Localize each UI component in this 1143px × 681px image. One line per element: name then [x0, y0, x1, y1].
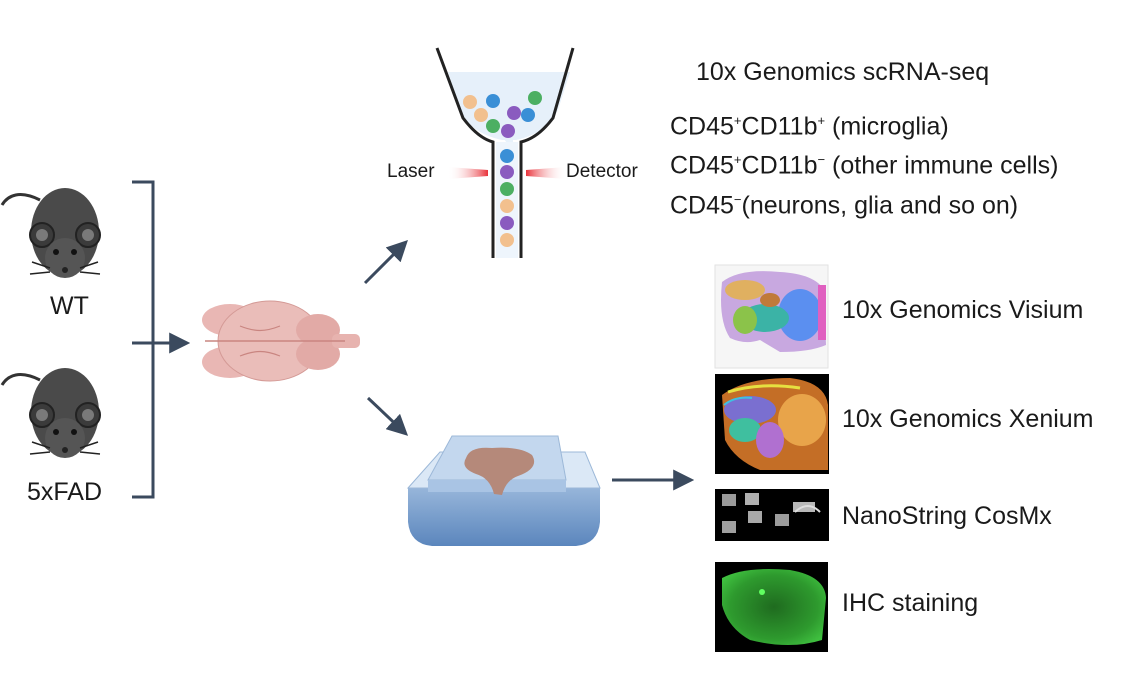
ihc-image	[715, 562, 828, 652]
fad-label: 5xFAD	[27, 478, 103, 506]
visium-image	[714, 264, 829, 369]
population-neurons: CD45−(neurons, glia and so on)	[670, 190, 1019, 219]
detector-label: Detector	[566, 161, 638, 182]
cosmx-label: NanoString CosMx	[842, 502, 1052, 530]
population-list: CD45+CD11b+ (microglia) CD45+CD11b− (oth…	[670, 104, 1058, 222]
population-other-immune: CD45+CD11b− (other immune cells)	[670, 151, 1059, 180]
population-microglia: CD45+CD11b+ (microglia)	[670, 112, 949, 141]
ihc-label: IHC staining	[842, 589, 979, 617]
scrna-title: 10x Genomics scRNA-seq	[696, 58, 990, 86]
slide-scanner-icon	[406, 435, 601, 546]
xenium-label: 10x Genomics Xenium	[842, 405, 1094, 433]
xenium-image	[715, 374, 829, 474]
fad-mouse-icon	[0, 368, 101, 458]
wt-label: WT	[50, 292, 89, 320]
arrow-to-slide	[366, 396, 409, 436]
flow-cytometer-icon	[435, 47, 575, 258]
wt-mouse-icon	[0, 188, 101, 278]
cosmx-image	[715, 489, 829, 541]
visium-label: 10x Genomics Visium	[842, 296, 1084, 324]
laser-label: Laser	[387, 161, 435, 182]
arrow-to-flow	[363, 240, 408, 285]
grouping-bracket	[132, 180, 155, 499]
brain-icon	[202, 300, 360, 382]
